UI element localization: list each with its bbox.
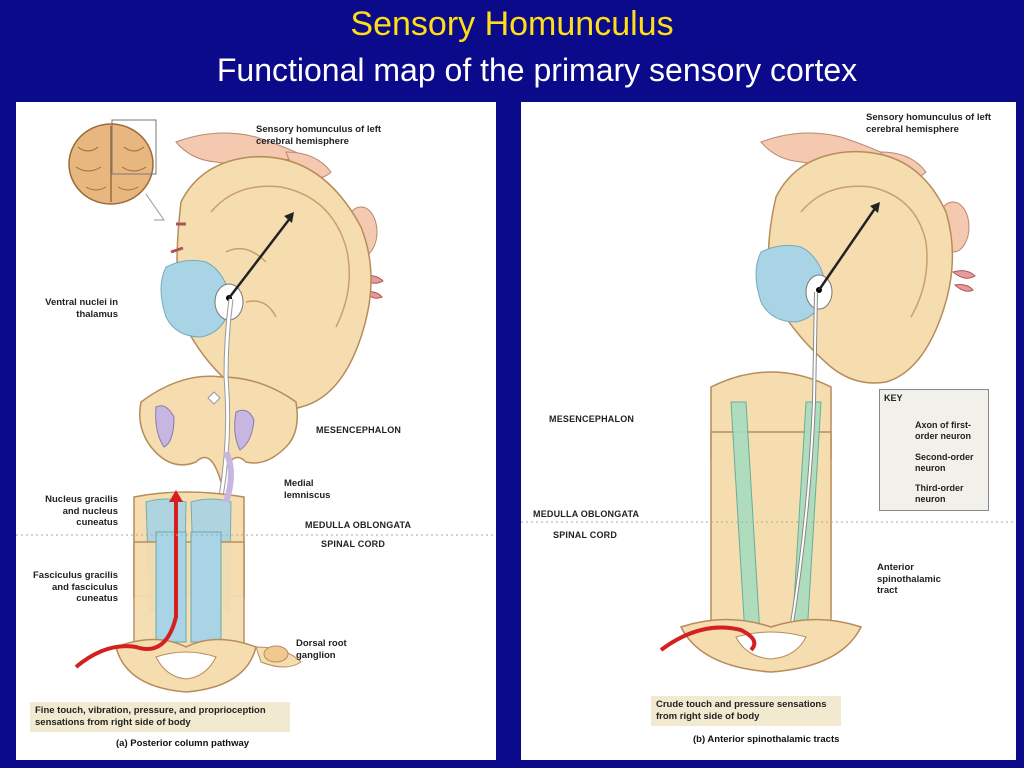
label-medial-lemniscus: Medial lemniscus [284, 478, 331, 501]
panel-title: (a) Posterior column pathway [116, 738, 250, 749]
label-dorsal-root-ganglion: Dorsal root ganglion [296, 638, 347, 661]
anterior-spinothalamic-diagram [521, 132, 1016, 673]
posterior-column-diagram [16, 119, 496, 693]
brain-icon [68, 119, 157, 205]
label-homunculus: Sensory homunculus of left cerebral hemi… [866, 112, 992, 135]
label-medulla-oblongata: MEDULLA OBLONGATA [533, 509, 640, 519]
label-spinal-cord: SPINAL CORD [553, 530, 618, 540]
label-medulla-oblongata: MEDULLA OBLONGATA [305, 520, 412, 530]
label-mesencephalon: MESENCEPHALON [316, 425, 402, 435]
key-first-order: Axon of first-order neuron [915, 420, 972, 441]
label-nucleus-gracilis: Nucleus gracilis and nucleus cuneatus [45, 494, 118, 528]
slide-title: Sensory Homunculus [350, 5, 674, 43]
label-fasciculus: Fasciculus gracilis and fasciculus cunea… [32, 570, 118, 604]
label-anterior-spinothalamic-tract: Anterior spinothalamic tract [877, 562, 941, 596]
key-third-order: Third-order neuron [915, 483, 964, 504]
label-homunculus: Sensory homunculus of left cerebral hemi… [256, 124, 382, 147]
key-second-order: Second-order neuron [915, 452, 974, 473]
caption-sensations: Crude touch and pressure sensations from… [651, 696, 841, 726]
label-mesencephalon: MESENCEPHALON [549, 414, 635, 424]
key-legend: KEY Axon of first-order neuron Second-or… [879, 389, 989, 511]
label-spinal-cord: SPINAL CORD [321, 539, 386, 549]
key-heading: KEY [884, 393, 903, 403]
label-ventral-nuclei: Ventral nuclei in thalamus [45, 297, 118, 320]
slide-subtitle: Functional map of the primary sensory co… [216, 52, 858, 88]
panel-posterior-column-pathway: Sensory homunculus of left cerebral hemi… [16, 102, 496, 760]
panel-anterior-spinothalamic-tracts: Sensory homunculus of left cerebral hemi… [521, 102, 1016, 760]
caption-sensations: Fine touch, vibration, pressure, and pro… [30, 702, 290, 732]
panel-title: (b) Anterior spinothalamic tracts [693, 734, 840, 745]
